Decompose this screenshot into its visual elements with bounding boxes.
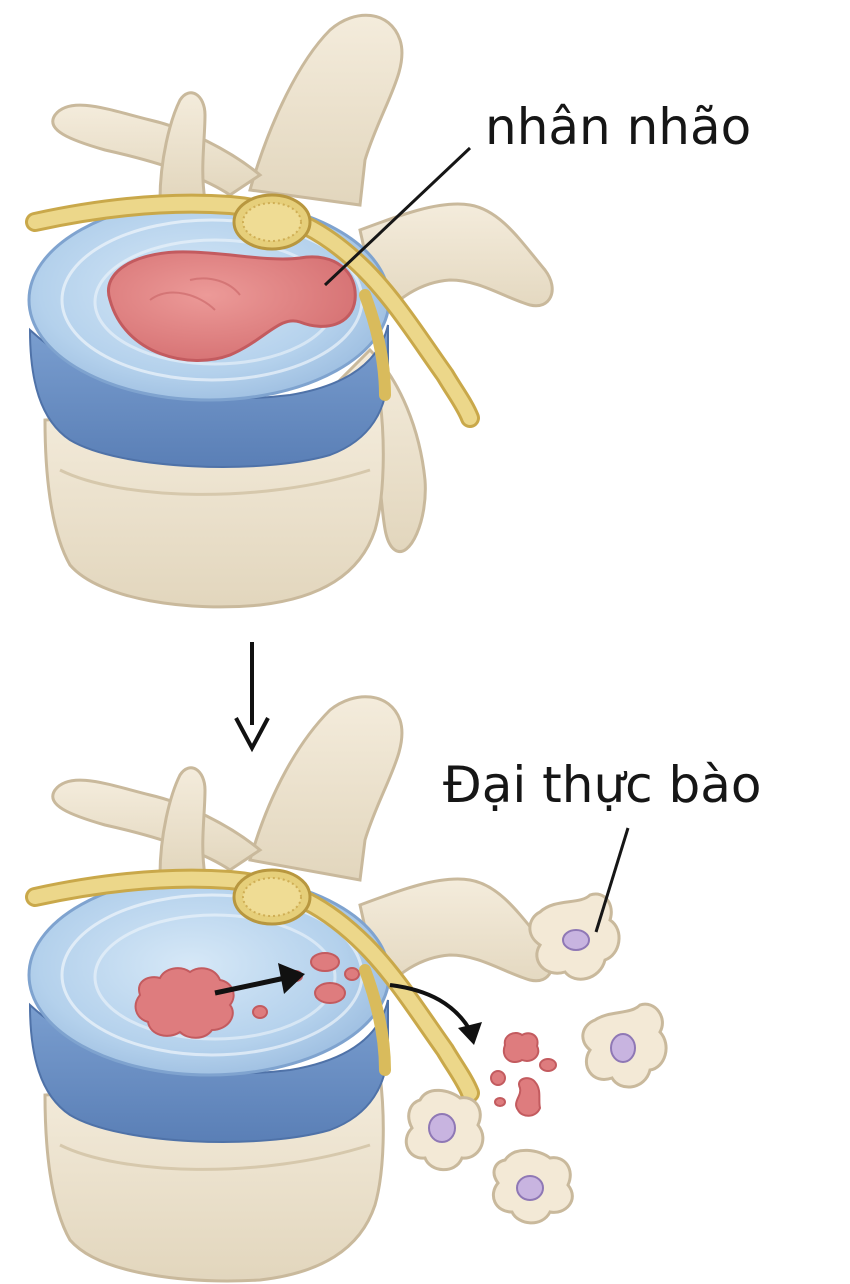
transverse-process-left-top [53,105,260,195]
spinous-process-top [250,15,402,205]
nucleus-fragment [345,968,359,980]
articular-process-top [160,93,205,200]
vertebra-top [29,15,552,607]
transverse-process-left-bottom [53,780,260,870]
nucleus-label: nhân nhão [485,102,751,152]
nucleus-fragment [253,1006,267,1018]
nucleus-fragment [315,983,345,1003]
shrunken-nucleus [136,968,234,1038]
down-arrow-icon [236,642,268,748]
macrophage [583,1004,666,1087]
articular-process-bottom [160,768,205,875]
macrophage [406,1090,483,1169]
expelled-fragments [491,1033,556,1116]
macrophage-label: Đại thực bào [443,760,762,810]
nucleus-fragment [311,953,339,971]
macrophage [530,894,619,979]
macrophage [493,1150,572,1223]
spinous-process-bottom [250,697,402,880]
